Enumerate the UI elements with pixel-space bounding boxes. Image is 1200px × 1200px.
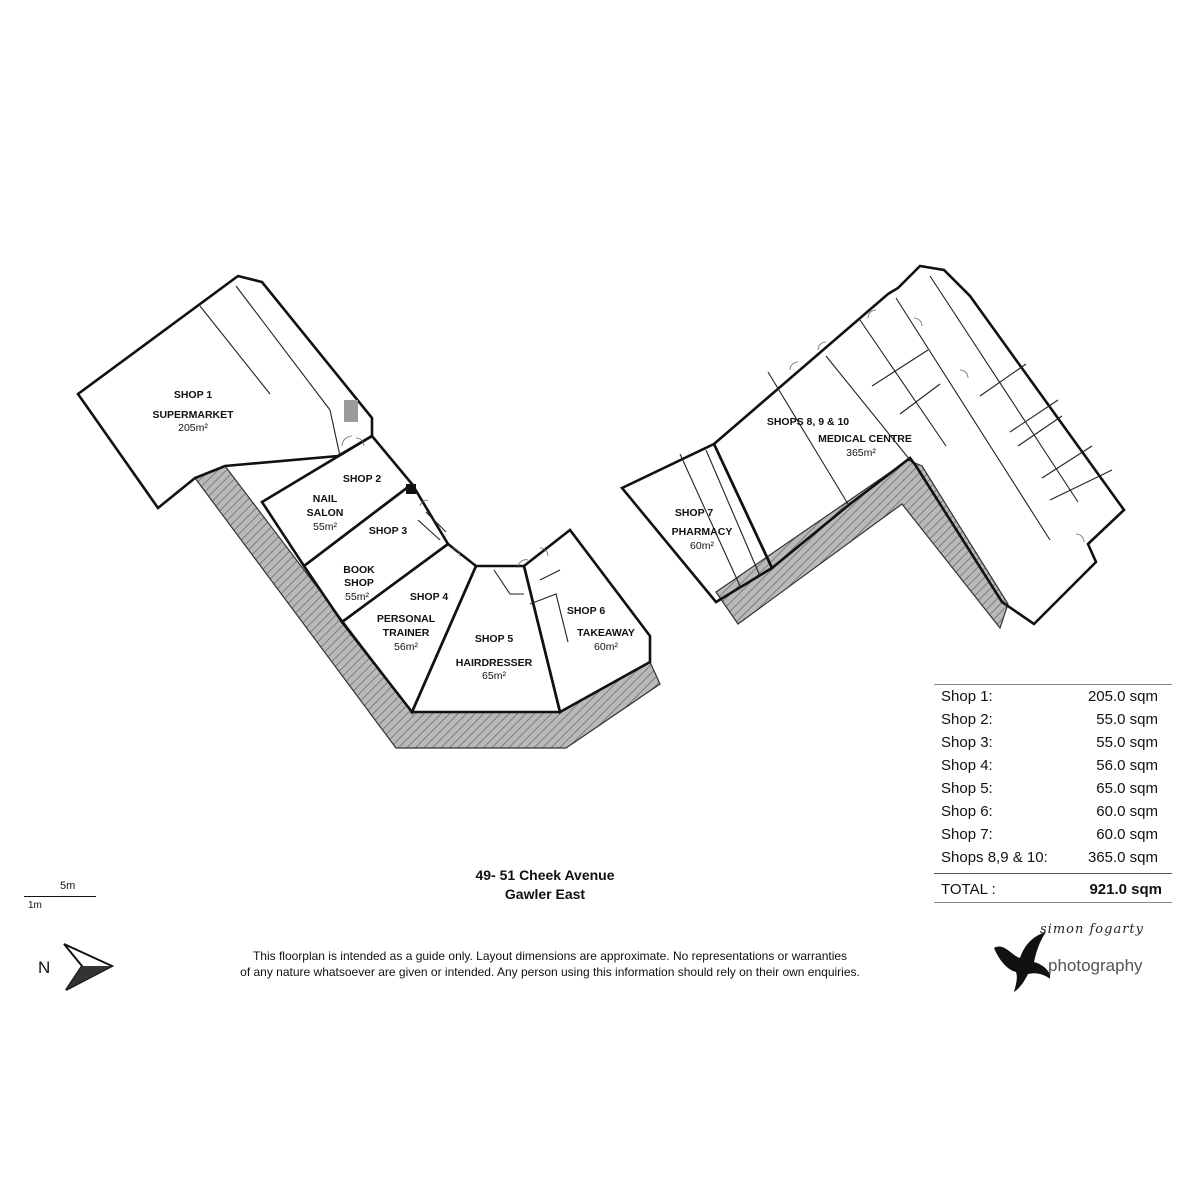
svg-text:PERSONAL: PERSONAL [377, 613, 436, 625]
svg-text:HAIRDRESSER: HAIRDRESSER [456, 657, 533, 669]
svg-text:SHOP 7: SHOP 7 [675, 507, 713, 519]
svg-text:SALON: SALON [307, 507, 344, 519]
shop-7-label: SHOP 7 PHARMACY 60m² [672, 507, 733, 552]
schedule-row: Shop 7: 60.0 sqm [934, 823, 1174, 846]
shop-6-label: SHOP 6 TAKEAWAY 60m² [567, 605, 635, 653]
scale-line [24, 896, 96, 897]
shop-4-label: SHOP 4 PERSONAL TRAINER 56m² [377, 591, 448, 653]
schedule-name: Shop 2: [941, 711, 993, 728]
disclaimer-line-1: This floorplan is intended as a guide on… [252, 949, 848, 963]
schedule-value: 60.0 sqm [1096, 803, 1158, 820]
svg-text:BOOK: BOOK [343, 564, 375, 576]
scale-major-label: 5m [60, 880, 76, 892]
svg-text:60m²: 60m² [690, 540, 714, 552]
shop-2-label: SHOP 2 NAIL SALON 55m² [307, 473, 382, 533]
disclaimer: This floorplan is intended as a guide on… [130, 948, 970, 980]
svg-text:SUPERMARKET: SUPERMARKET [152, 409, 234, 421]
property-address: 49- 51 Cheek Avenue Gawler East [400, 866, 690, 904]
svg-text:SHOP 4: SHOP 4 [410, 591, 448, 603]
schedule-name: Shop 3: [941, 734, 993, 751]
address-suburb: Gawler East [504, 886, 586, 902]
schedule-row: Shop 2: 55.0 sqm [934, 708, 1174, 731]
svg-text:55m²: 55m² [313, 521, 337, 533]
scale-bar: 5m 1m [24, 878, 98, 911]
eagle-icon [994, 932, 1050, 992]
address-street: 49- 51 Cheek Avenue [475, 867, 615, 883]
svg-text:SHOP 2: SHOP 2 [343, 473, 381, 485]
svg-text:TAKEAWAY: TAKEAWAY [577, 627, 635, 639]
schedule-row: Shop 1: 205.0 sqm [934, 685, 1174, 708]
logo-script: simon fogarty [1040, 922, 1144, 937]
svg-text:60m²: 60m² [594, 641, 618, 653]
svg-text:NAIL: NAIL [313, 493, 338, 505]
scale-minor-label: 1m [28, 900, 42, 911]
schedule-value: 205.0 sqm [1087, 688, 1158, 705]
svg-text:65m²: 65m² [482, 670, 506, 682]
shops-8-9-10-outline [712, 264, 1126, 626]
svg-text:SHOP 1: SHOP 1 [174, 389, 212, 401]
shops-8-9-10-label: SHOPS 8, 9 & 10 MEDICAL CENTRE 365m² [767, 416, 912, 459]
north-label: N [38, 958, 51, 977]
svg-text:PHARMACY: PHARMACY [672, 526, 733, 538]
schedule-row: Shops 8,9 & 10: 365.0 sqm [934, 846, 1174, 869]
north-arrow-icon [63, 943, 115, 991]
schedule-rule-top [934, 684, 1172, 685]
schedule-value: 65.0 sqm [1096, 780, 1158, 797]
schedule-name: Shop 6: [941, 803, 993, 820]
north-arrow: N [36, 940, 120, 996]
shop-5-label: SHOP 5 HAIRDRESSER 65m² [456, 633, 533, 682]
total-value: 921.0 sqm [1089, 881, 1162, 898]
schedule-row: Shop 6: 60.0 sqm [934, 800, 1174, 823]
schedule-name: Shops 8,9 & 10: [941, 849, 1048, 866]
schedule-name: Shop 1: [941, 688, 993, 705]
medical-interior [767, 275, 1113, 541]
schedule-value: 56.0 sqm [1096, 757, 1158, 774]
schedule-name: Shop 7: [941, 826, 993, 843]
schedule-row: Shop 5: 65.0 sqm [934, 777, 1174, 800]
logo-word: photography [1048, 956, 1143, 975]
svg-text:MEDICAL CENTRE: MEDICAL CENTRE [818, 433, 912, 445]
svg-text:56m²: 56m² [394, 641, 418, 653]
photographer-logo: simon fogarty photography [990, 922, 1160, 994]
schedule-row: Shop 3: 55.0 sqm [934, 731, 1174, 754]
schedule-name: Shop 5: [941, 780, 993, 797]
schedule-value: 55.0 sqm [1096, 734, 1158, 751]
schedule-row: Shop 4: 56.0 sqm [934, 754, 1174, 777]
schedule-name: Shop 4: [941, 757, 993, 774]
shop-3-label: SHOP 3 BOOK SHOP 55m² [343, 525, 407, 603]
shop-1-label: SHOP 1 SUPERMARKET 205m² [152, 389, 234, 434]
svg-text:SHOPS 8, 9 & 10: SHOPS 8, 9 & 10 [767, 416, 849, 428]
svg-text:55m²: 55m² [345, 591, 369, 603]
svg-text:TRAINER: TRAINER [383, 627, 430, 639]
svg-text:365m²: 365m² [846, 447, 876, 459]
svg-text:205m²: 205m² [178, 422, 208, 434]
svg-text:SHOP 6: SHOP 6 [567, 605, 605, 617]
schedule-value: 60.0 sqm [1096, 826, 1158, 843]
schedule-rule-mid [934, 873, 1172, 874]
walkway-right [715, 459, 1009, 630]
shop-6-outline [522, 528, 652, 714]
schedule-value: 55.0 sqm [1096, 711, 1158, 728]
schedule-total: TOTAL : 921.0 sqm [934, 878, 1174, 902]
svg-text:SHOP 3: SHOP 3 [369, 525, 407, 537]
svg-text:SHOP: SHOP [344, 577, 374, 589]
schedule-value: 365.0 sqm [1087, 849, 1158, 866]
total-label: TOTAL : [941, 881, 996, 898]
schedule-rule-bottom [934, 902, 1172, 903]
disclaimer-line-2: of any nature whatsoever are given or in… [240, 965, 860, 979]
svg-text:SHOP 5: SHOP 5 [475, 633, 513, 645]
